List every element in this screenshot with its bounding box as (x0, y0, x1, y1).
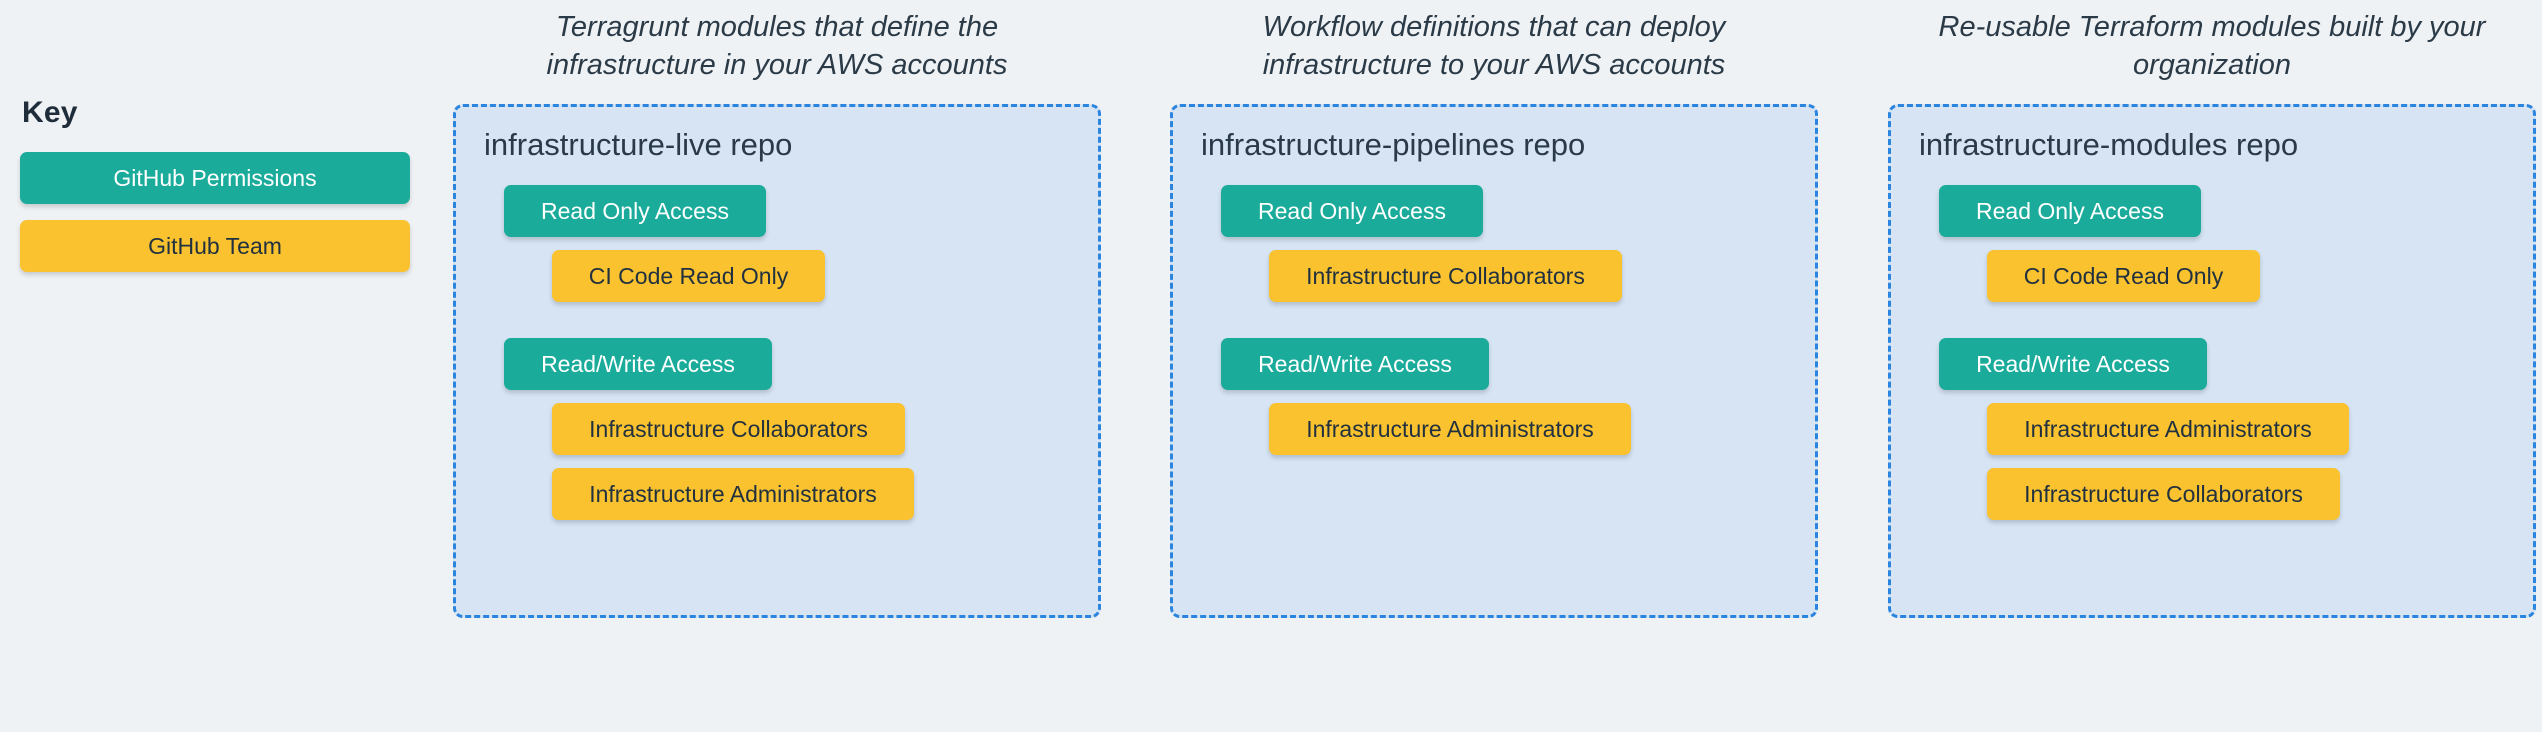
repo-column-infrastructure-modules: Re-usable Terraform modules built by you… (1888, 8, 2536, 618)
team-label: CI Code Read Only (588, 262, 789, 289)
key-item-label: GitHub Team (148, 232, 282, 259)
team-label: CI Code Read Only (2023, 262, 2224, 289)
repo-panel: infrastructure-live repo Read Only Acces… (453, 104, 1101, 618)
column-caption: Workflow definitions that can deploy inf… (1262, 11, 1726, 82)
permission-group: Read Only Access CI Code Read Only (478, 185, 1076, 302)
repo-panel: infrastructure-pipelines repo Read Only … (1170, 104, 1818, 618)
team-label: Infrastructure Collaborators (2024, 480, 2303, 507)
repo-column-infrastructure-live: Terragrunt modules that define the infra… (453, 8, 1101, 618)
permission-group: Read Only Access CI Code Read Only (1913, 185, 2511, 302)
permission-read-write-access: Read/Write Access (504, 338, 772, 390)
key-item-github-permissions: GitHub Permissions (20, 152, 410, 204)
permission-label: Read Only Access (541, 197, 729, 224)
permission-label: Read/Write Access (1976, 350, 2170, 377)
permission-label: Read/Write Access (541, 350, 735, 377)
permission-group: Read/Write Access Infrastructure Adminis… (1913, 338, 2511, 520)
team-infrastructure-collaborators: Infrastructure Collaborators (552, 403, 905, 455)
key-title: Key (22, 96, 78, 129)
permission-group: Read/Write Access Infrastructure Collabo… (478, 338, 1076, 520)
key-item-label: GitHub Permissions (113, 164, 317, 191)
column-caption: Terragrunt modules that define the infra… (546, 11, 1008, 82)
repo-title: infrastructure-live repo (484, 127, 793, 162)
permission-label: Read Only Access (1258, 197, 1446, 224)
permission-read-only-access: Read Only Access (504, 185, 766, 237)
column-caption: Re-usable Terraform modules built by you… (1938, 11, 2486, 82)
repo-title: infrastructure-pipelines repo (1201, 127, 1586, 162)
repo-title: infrastructure-modules repo (1919, 127, 2299, 162)
permission-read-write-access: Read/Write Access (1221, 338, 1489, 390)
team-infrastructure-collaborators: Infrastructure Collaborators (1269, 250, 1622, 302)
team-infrastructure-administrators: Infrastructure Administrators (1987, 403, 2349, 455)
permission-group: Read/Write Access Infrastructure Adminis… (1195, 338, 1793, 455)
permission-group: Read Only Access Infrastructure Collabor… (1195, 185, 1793, 302)
key-item-github-team: GitHub Team (20, 220, 410, 272)
team-label: Infrastructure Administrators (1306, 415, 1594, 442)
team-label: Infrastructure Administrators (589, 480, 877, 507)
permission-read-only-access: Read Only Access (1221, 185, 1483, 237)
team-label: Infrastructure Collaborators (589, 415, 868, 442)
repo-column-infrastructure-pipelines: Workflow definitions that can deploy inf… (1170, 8, 1818, 618)
permission-read-write-access: Read/Write Access (1939, 338, 2207, 390)
team-infrastructure-administrators: Infrastructure Administrators (1269, 403, 1631, 455)
permission-label: Read/Write Access (1258, 350, 1452, 377)
team-ci-code-read-only: CI Code Read Only (1987, 250, 2260, 302)
team-ci-code-read-only: CI Code Read Only (552, 250, 825, 302)
permission-read-only-access: Read Only Access (1939, 185, 2201, 237)
team-label: Infrastructure Collaborators (1306, 262, 1585, 289)
permission-label: Read Only Access (1976, 197, 2164, 224)
team-infrastructure-collaborators: Infrastructure Collaborators (1987, 468, 2340, 520)
team-infrastructure-administrators: Infrastructure Administrators (552, 468, 914, 520)
key-legend: Key GitHub Permissions GitHub Team (20, 96, 410, 288)
repo-panel: infrastructure-modules repo Read Only Ac… (1888, 104, 2536, 618)
team-label: Infrastructure Administrators (2024, 415, 2312, 442)
